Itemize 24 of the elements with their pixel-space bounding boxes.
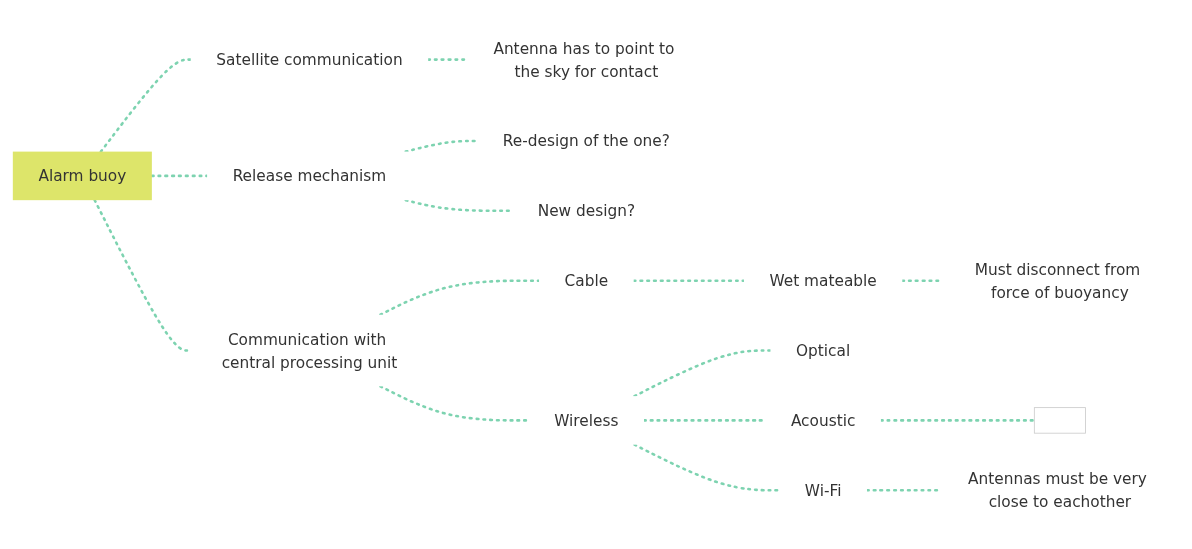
node-box: Alarm buoy: [12, 151, 152, 200]
node-text: Release mechanism: [232, 166, 387, 185]
connector: [379, 384, 530, 422]
node-text: New design?: [537, 201, 636, 220]
node-text: Cable: [564, 271, 609, 290]
connector: [901, 278, 942, 282]
node-text: Wireless: [554, 411, 619, 429]
connector: [379, 278, 541, 316]
connector: [404, 139, 479, 153]
connector: [879, 418, 1036, 422]
connector: [150, 174, 209, 177]
node-text: Satellite communication: [216, 50, 403, 69]
node-box: [1033, 406, 1086, 434]
node-text: Optical: [796, 341, 851, 360]
connector: [633, 348, 772, 397]
node-text: Antennas must be very close to eachother: [968, 469, 1147, 511]
connector: [633, 442, 781, 492]
node-text: Antenna has to point to the sky for contact: [493, 38, 675, 80]
node-text: Acoustic: [790, 411, 856, 429]
node-text: Wi-Fi: [804, 480, 842, 499]
node-text: Wet mateable: [769, 271, 877, 290]
node-text: Must disconnect from force of buoyancy: [974, 259, 1141, 301]
node-text: Communication with central processing unit: [221, 329, 398, 371]
node-text: Re-design of the one?: [502, 131, 670, 150]
